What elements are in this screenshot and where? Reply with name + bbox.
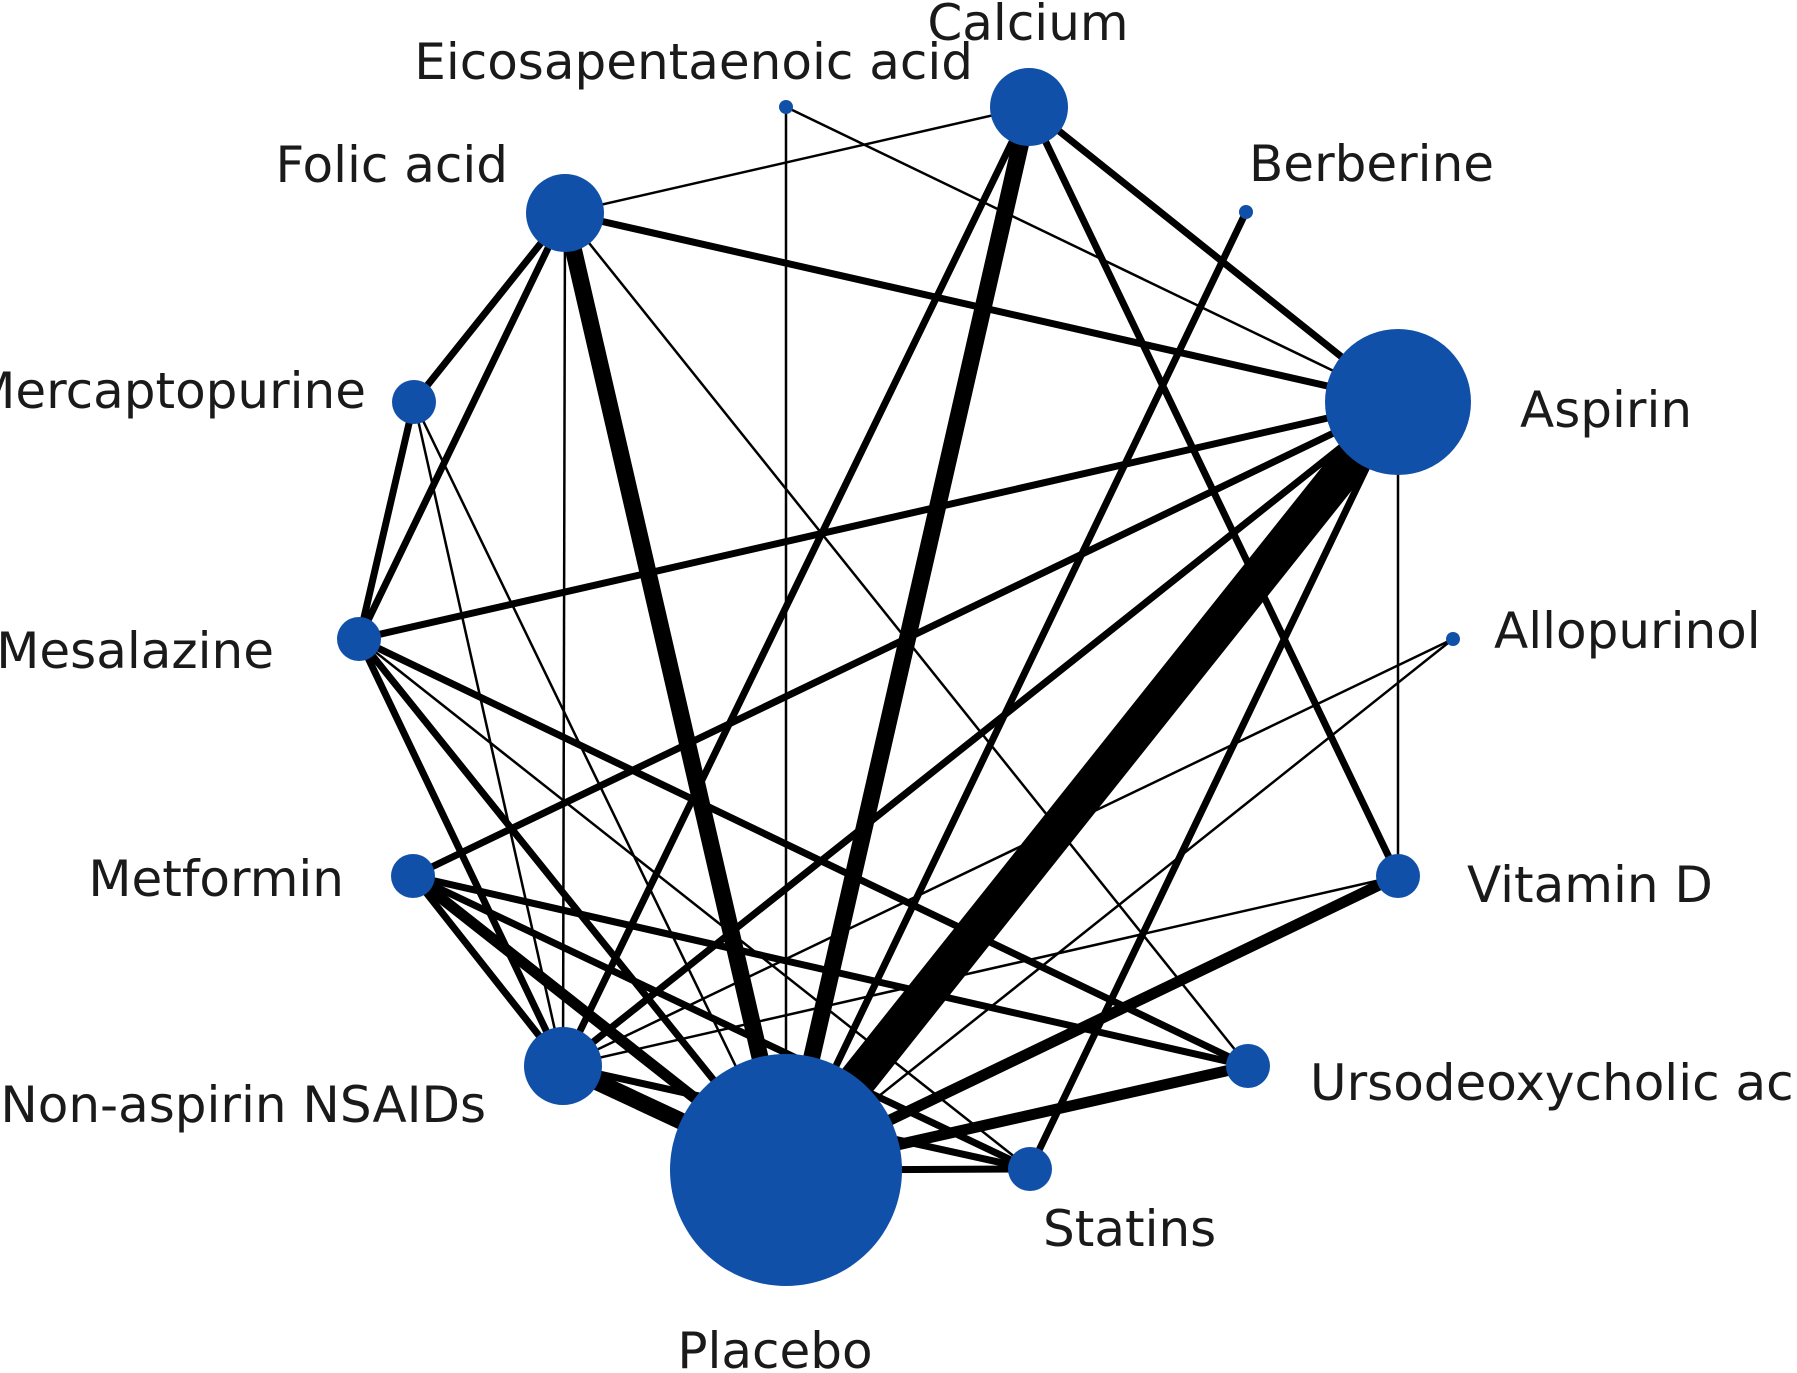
nodes-layer [337, 68, 1471, 1286]
node-udca [1226, 1044, 1270, 1088]
edge-calcium-nsaids [559, 105, 1033, 1068]
edge-calcium-folic [564, 105, 1030, 215]
node-calcium [990, 68, 1068, 146]
edge-metformin-udca [412, 872, 1249, 1070]
edge-folic-aspirin [564, 209, 1399, 406]
label-placebo: Placebo [677, 1322, 872, 1373]
label-mesalazine: Mesalazine [0, 622, 274, 680]
label-berberine: Berberine [1249, 135, 1494, 193]
edge-allopurinol-nsaids [562, 637, 1454, 1068]
node-placebo [670, 1054, 902, 1286]
node-vitd [1376, 854, 1420, 898]
edge-allopurinol-placebo [785, 638, 1454, 1171]
edge-aspirin-metformin [411, 398, 1400, 880]
node-berberine [1239, 205, 1253, 219]
node-epa [779, 100, 793, 114]
label-udca: Ursodeoxycholic acid [1310, 1054, 1797, 1112]
node-mercapto [392, 380, 436, 424]
node-aspirin [1325, 329, 1471, 475]
label-allopurinol: Allopurinol [1494, 602, 1761, 660]
edge-mercapto-mesalazine [355, 401, 418, 640]
edge-epa-aspirin [785, 105, 1399, 404]
label-calcium: Calcium [927, 0, 1128, 52]
edge-metformin-statins [411, 872, 1032, 1173]
edge-aspirin-nsaids [560, 399, 1401, 1069]
label-vitd: Vitamin D [1467, 856, 1713, 914]
node-metformin [391, 854, 435, 898]
label-statins: Statins [1043, 1200, 1216, 1258]
edge-mesalazine-udca [357, 635, 1250, 1070]
edges-layer [355, 104, 1454, 1182]
label-nsaids: Non-aspirin NSAIDs [0, 1076, 486, 1134]
edge-aspirin-mesalazine [358, 398, 1399, 643]
label-metformin: Metformin [88, 850, 344, 908]
edge-calcium-aspirin [1026, 104, 1401, 405]
node-allopurinol [1446, 632, 1460, 646]
node-nsaids [524, 1027, 602, 1105]
edge-mercapto-nsaids [412, 401, 565, 1067]
edge-berberine-placebo [782, 210, 1250, 1172]
edge-folic-mercapto [411, 210, 568, 405]
label-folic: Folic acid [276, 136, 509, 194]
edge-folic-placebo [556, 211, 795, 1172]
edge-mesalazine-nsaids [355, 637, 567, 1068]
node-folic [526, 174, 604, 252]
edge-mesalazine-statins [358, 638, 1031, 1170]
node-mesalazine [337, 617, 381, 661]
label-mercapto: Mercaptopurine [0, 362, 366, 420]
edge-folic-nsaids [561, 212, 567, 1067]
edge-folic-mesalazine [355, 211, 569, 641]
label-epa: Eicosapentaenoic acid [414, 33, 973, 91]
edge-aspirin-placebo [771, 390, 1413, 1182]
node-statins [1008, 1147, 1052, 1191]
edge-metformin-nsaids [410, 873, 566, 1069]
edge-aspirin-statins [1026, 400, 1402, 1171]
edge-vitd-nsaids [562, 874, 1399, 1068]
label-aspirin: Aspirin [1520, 381, 1692, 439]
